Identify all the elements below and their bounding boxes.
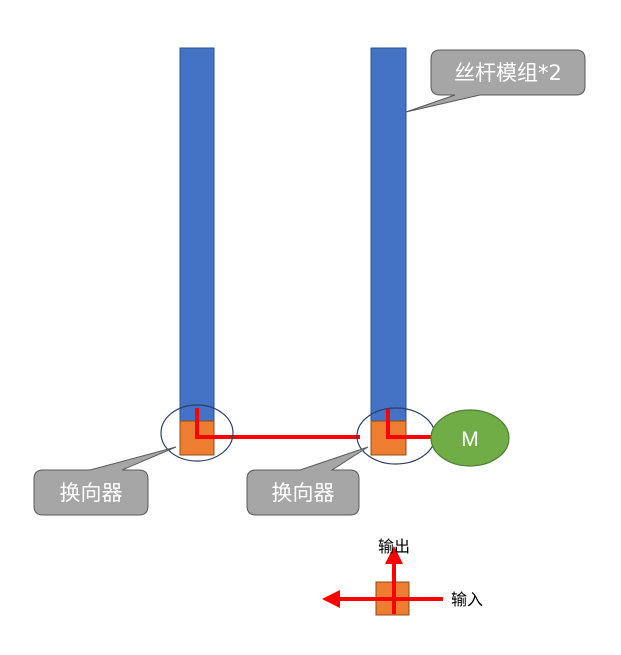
- transmission-line-right: [386, 408, 432, 439]
- legend-input-arrowhead: [322, 590, 340, 608]
- transmission-line-left: [195, 408, 360, 439]
- motor-label: M: [461, 428, 479, 451]
- reverser-highlight-left: [160, 404, 234, 462]
- callout-leadscrew: [405, 49, 586, 113]
- leadscrew-left: [179, 47, 215, 423]
- callout-reverser-right: [246, 446, 369, 516]
- legend-input-label: 输入: [451, 590, 483, 609]
- leadscrew-right: [370, 47, 407, 423]
- motor: [430, 409, 510, 467]
- callout-reverser-left: [33, 446, 177, 516]
- callout-reverser-right-text: 换向器: [272, 481, 335, 505]
- callout-reverser-left-text: 换向器: [60, 481, 123, 505]
- legend-output-label: 输出: [378, 537, 410, 556]
- callout-leadscrew-text: 丝杆模组*2: [454, 61, 562, 85]
- legend-output-arrowhead: [385, 546, 403, 564]
